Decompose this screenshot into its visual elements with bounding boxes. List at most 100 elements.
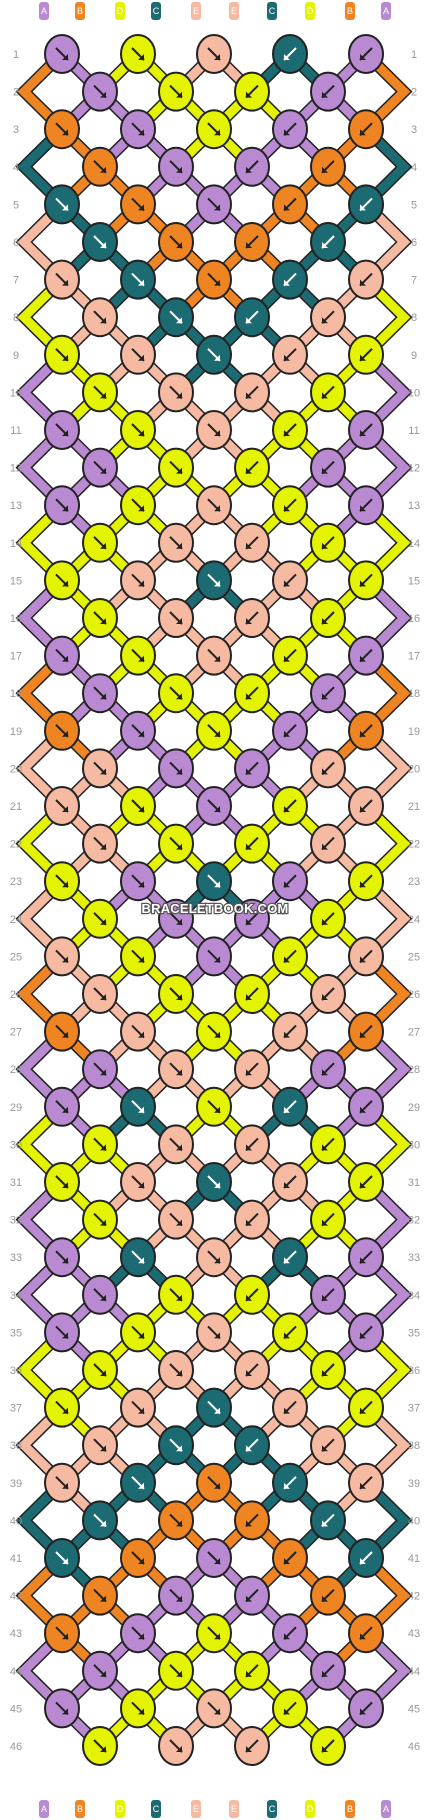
- row-number-right: 17: [408, 651, 420, 663]
- row-number-right: 24: [408, 914, 420, 926]
- knot-arrowhead: [62, 279, 68, 286]
- knot-arrowhead: [176, 843, 182, 850]
- row-number-left: 1: [13, 49, 19, 61]
- knot-arrowhead: [138, 129, 144, 136]
- knot-arrowhead: [284, 430, 290, 436]
- row-number-left: 45: [10, 1703, 22, 1715]
- knot-arrowhead: [322, 618, 328, 624]
- knot-arrowhead: [284, 1482, 290, 1489]
- knot-arrowhead: [100, 1445, 106, 1452]
- row-number-right: 45: [408, 1703, 420, 1715]
- row-number-right: 32: [408, 1215, 420, 1227]
- row-number-left: 41: [10, 1553, 22, 1565]
- row-number-right: 2: [411, 87, 417, 99]
- knot-arrowhead: [284, 730, 290, 737]
- row-number-left: 39: [10, 1478, 22, 1490]
- knot-arrowhead: [322, 768, 328, 775]
- row-number-right: 36: [408, 1365, 420, 1377]
- row-number-right: 40: [408, 1515, 420, 1527]
- knot-arrowhead: [360, 655, 366, 662]
- knot-arrowhead: [284, 1407, 290, 1414]
- row-number-left: 8: [13, 312, 19, 324]
- row-number-right: 3: [411, 124, 417, 136]
- knot-arrowhead: [176, 392, 182, 399]
- knot-arrowhead: [284, 129, 290, 136]
- row-number-left: 12: [10, 463, 22, 475]
- knot-arrowhead: [284, 806, 290, 812]
- row-number-right: 35: [408, 1327, 420, 1339]
- knot-arrowhead: [322, 1595, 328, 1602]
- row-number-left: 19: [10, 726, 22, 738]
- knot-arrowhead: [284, 956, 290, 963]
- knot-arrowhead: [360, 279, 366, 286]
- row-number-left: 20: [10, 763, 22, 775]
- knot-arrowhead: [62, 354, 68, 361]
- knot-arrowhead: [322, 467, 328, 474]
- strand-tab: [191, 2, 201, 20]
- row-number-right: 18: [408, 688, 420, 700]
- knot-arrowhead: [214, 129, 220, 136]
- knot-arrowhead: [100, 1595, 106, 1602]
- knot-arrowhead: [100, 392, 106, 399]
- knot-arrowhead: [214, 54, 220, 60]
- row-number-right: 1: [411, 49, 417, 61]
- knot-arrowhead: [100, 1520, 106, 1527]
- knot-arrowhead: [62, 1031, 68, 1038]
- knot-arrowhead: [246, 1595, 252, 1602]
- knot-arrowhead: [246, 618, 252, 624]
- row-number-left: 25: [10, 951, 22, 963]
- row-number-left: 46: [10, 1741, 22, 1753]
- knot-arrowhead: [214, 1332, 220, 1339]
- knot-arrowhead: [62, 1558, 68, 1564]
- row-number-right: 11: [408, 425, 419, 437]
- strand-letter: A: [41, 6, 47, 16]
- knot-arrowhead: [138, 1558, 144, 1564]
- strand-tab: [115, 2, 125, 20]
- knot-arrowhead: [360, 1558, 366, 1564]
- row-number-left: 11: [10, 425, 21, 437]
- strand-letter: A: [383, 1804, 389, 1814]
- knot-arrowhead: [360, 505, 366, 512]
- knot-arrowhead: [246, 542, 252, 549]
- knot-arrowhead: [246, 1219, 252, 1226]
- knot-arrowhead: [214, 730, 220, 737]
- knot-arrowhead: [284, 1182, 290, 1188]
- row-number-left: 36: [10, 1365, 22, 1377]
- row-number-left: 10: [10, 387, 22, 399]
- knot-arrowhead: [246, 994, 252, 1000]
- knot-arrowhead: [322, 1445, 328, 1452]
- strand-tab: [305, 1800, 315, 1818]
- knot-arrowhead: [284, 1106, 290, 1113]
- strand-letter: C: [269, 1804, 276, 1814]
- knot-arrowhead: [360, 1708, 366, 1715]
- strand-tab: [75, 2, 85, 20]
- knot-arrowhead: [62, 430, 68, 436]
- knot-arrowhead: [100, 1670, 106, 1677]
- row-number-right: 6: [411, 237, 417, 249]
- row-number-left: 3: [13, 124, 19, 136]
- row-number-left: 38: [10, 1440, 22, 1452]
- knot-arrowhead: [62, 580, 68, 587]
- knot-arrowhead: [360, 430, 366, 436]
- knot-arrowhead: [214, 1106, 220, 1113]
- knot-arrowhead: [360, 1482, 366, 1489]
- strand-letter: E: [231, 1804, 237, 1814]
- knot-arrowhead: [246, 1520, 252, 1527]
- knot-arrowhead: [62, 1482, 68, 1489]
- strand-tab: [305, 2, 315, 20]
- strand-tab: [345, 2, 355, 20]
- knot-arrowhead: [214, 1482, 220, 1489]
- strand-tab: [39, 1800, 49, 1818]
- knot-arrowhead: [138, 204, 144, 211]
- knot-arrowhead: [360, 54, 366, 60]
- knot-arrowhead: [284, 1031, 290, 1038]
- knot-arrowhead: [176, 1069, 182, 1076]
- knot-arrowhead: [176, 1445, 182, 1452]
- strand-tab: [381, 1800, 391, 1818]
- row-number-left: 37: [10, 1403, 22, 1415]
- row-number-right: 20: [408, 763, 420, 775]
- row-number-right: 44: [408, 1666, 420, 1678]
- knot-arrowhead: [214, 956, 220, 963]
